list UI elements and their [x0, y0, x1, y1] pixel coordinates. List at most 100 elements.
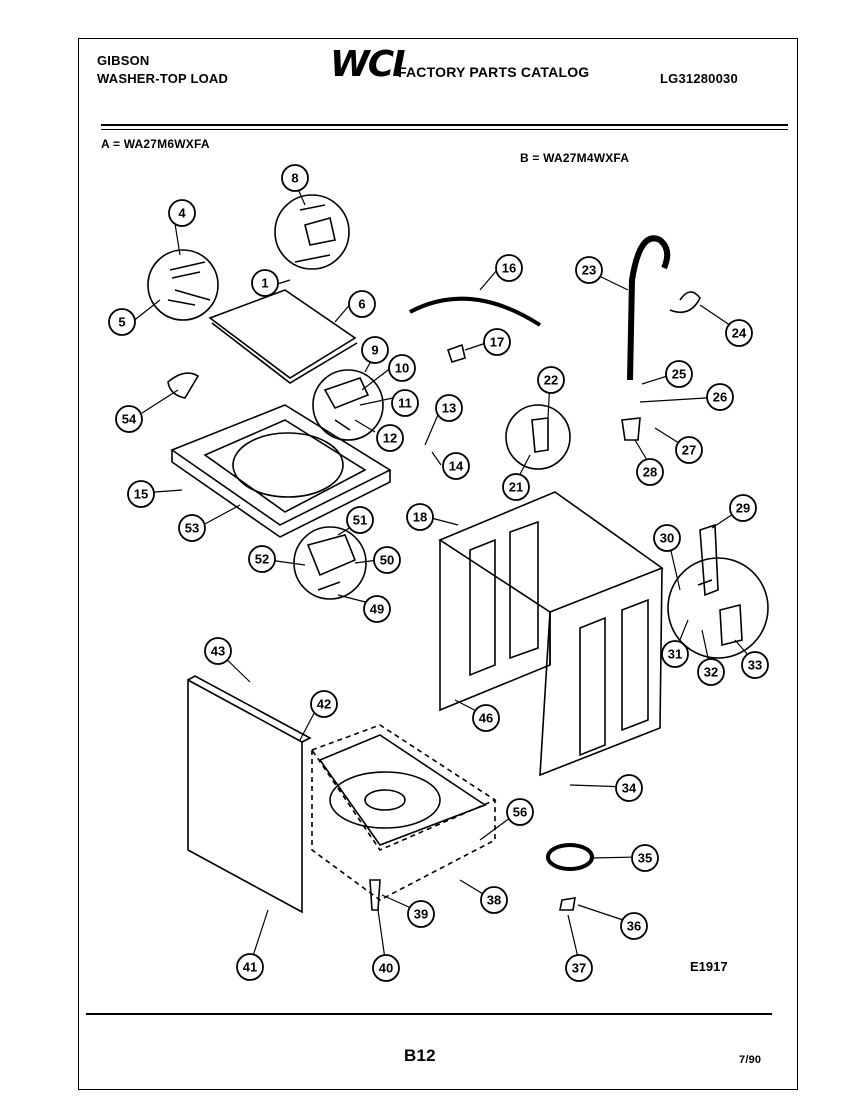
callout-circle — [697, 658, 725, 686]
product-type: WASHER-TOP LOAD — [97, 71, 229, 86]
callout-circle — [502, 473, 530, 501]
callout-circle — [251, 269, 279, 297]
callout-22: 22 — [537, 366, 565, 394]
callout-9: 9 — [361, 336, 389, 364]
callout-label: 4 — [178, 206, 186, 221]
callout-29: 29 — [729, 494, 757, 522]
callout-label: 37 — [572, 961, 586, 976]
header-rule — [101, 124, 788, 126]
hinge-detail — [167, 261, 211, 306]
cabinet-front — [539, 567, 663, 777]
callout-circle — [407, 900, 435, 928]
tub-opening — [232, 432, 344, 498]
callout-46: 46 — [472, 704, 500, 732]
callout-label: 21 — [509, 480, 523, 495]
callout-26: 26 — [706, 383, 734, 411]
callout-circle — [620, 912, 648, 940]
callout-11: 11 — [391, 389, 419, 417]
model-a: A = WA27M6WXFA — [101, 137, 210, 151]
callout-37: 37 — [565, 954, 593, 982]
callout-circle — [483, 328, 511, 356]
wci-logo: WCI — [330, 44, 406, 85]
callout-49: 49 — [363, 595, 391, 623]
lid — [208, 289, 357, 379]
cabinet-left-panels — [469, 520, 539, 677]
callout-27: 27 — [675, 436, 703, 464]
callout-circle — [472, 704, 500, 732]
callout-circle — [615, 774, 643, 802]
callout-13: 13 — [435, 394, 463, 422]
hose-bracket — [669, 291, 701, 314]
callout-label: 16 — [502, 261, 516, 276]
callout-label: 17 — [490, 335, 504, 350]
callout-5: 5 — [108, 308, 136, 336]
callout-36: 36 — [620, 912, 648, 940]
detail-circle-lid-switch — [312, 369, 384, 441]
callout-1: 1 — [251, 269, 279, 297]
callout-35: 35 — [631, 844, 659, 872]
callout-18: 18 — [406, 503, 434, 531]
callout-circle — [127, 480, 155, 508]
callout-circle — [310, 690, 338, 718]
callout-25: 25 — [665, 360, 693, 388]
callout-label: 46 — [479, 711, 493, 726]
page-frame — [78, 38, 798, 1090]
bracket-detail — [531, 417, 549, 453]
top-cover-side — [171, 450, 391, 538]
callout-6: 6 — [348, 290, 376, 318]
callout-label: 6 — [358, 297, 365, 312]
callout-circle — [442, 452, 470, 480]
callout-label: 39 — [414, 907, 428, 922]
callout-circle — [565, 954, 593, 982]
callout-circle — [178, 514, 206, 542]
callout-label: 40 — [379, 961, 393, 976]
callout-28: 28 — [636, 458, 664, 486]
callout-circle — [729, 494, 757, 522]
catalog-title: FACTORY PARTS CATALOG — [398, 64, 590, 80]
callout-label: 32 — [704, 665, 718, 680]
callout-56: 56 — [506, 798, 534, 826]
callout-label: 8 — [291, 171, 298, 186]
part-drawings — [131, 181, 769, 967]
callout-circle — [204, 637, 232, 665]
callout-circle — [348, 290, 376, 318]
callout-24: 24 — [725, 319, 753, 347]
callout-circle — [115, 405, 143, 433]
callout-42: 42 — [310, 690, 338, 718]
callout-8: 8 — [281, 164, 309, 192]
callout-circle — [388, 354, 416, 382]
callout-33: 33 — [741, 651, 769, 679]
base-center — [364, 789, 406, 811]
callout-label: 13 — [442, 401, 456, 416]
callout-label: 22 — [544, 373, 558, 388]
callout-circle — [363, 595, 391, 623]
callout-circle — [236, 953, 264, 981]
callout-label: 52 — [255, 552, 269, 567]
callout-label: 29 — [736, 501, 750, 516]
callout-54: 54 — [115, 405, 143, 433]
clip — [446, 343, 466, 363]
callout-group: 1456891011121314151617182122232425262728… — [108, 164, 769, 982]
callout-circle — [372, 954, 400, 982]
ring-part — [546, 843, 594, 871]
callout-label: 41 — [243, 960, 257, 975]
small-fitting — [559, 897, 576, 911]
callout-32: 32 — [697, 658, 725, 686]
callout-circle — [675, 436, 703, 464]
brand-name: GIBSON — [97, 53, 150, 68]
callout-circle — [537, 366, 565, 394]
callout-15: 15 — [127, 480, 155, 508]
callout-label: 15 — [134, 487, 148, 502]
callout-circle — [706, 383, 734, 411]
cabinet-top — [438, 491, 664, 613]
cabinet-front-panels — [579, 598, 649, 757]
detail-circle-hinge — [147, 249, 219, 321]
callout-circle — [168, 199, 196, 227]
callout-30: 30 — [653, 524, 681, 552]
callout-38: 38 — [480, 886, 508, 914]
callout-21: 21 — [502, 473, 530, 501]
callout-label: 34 — [622, 781, 637, 796]
page-number: B12 — [404, 1046, 436, 1065]
callout-circle — [575, 256, 603, 284]
